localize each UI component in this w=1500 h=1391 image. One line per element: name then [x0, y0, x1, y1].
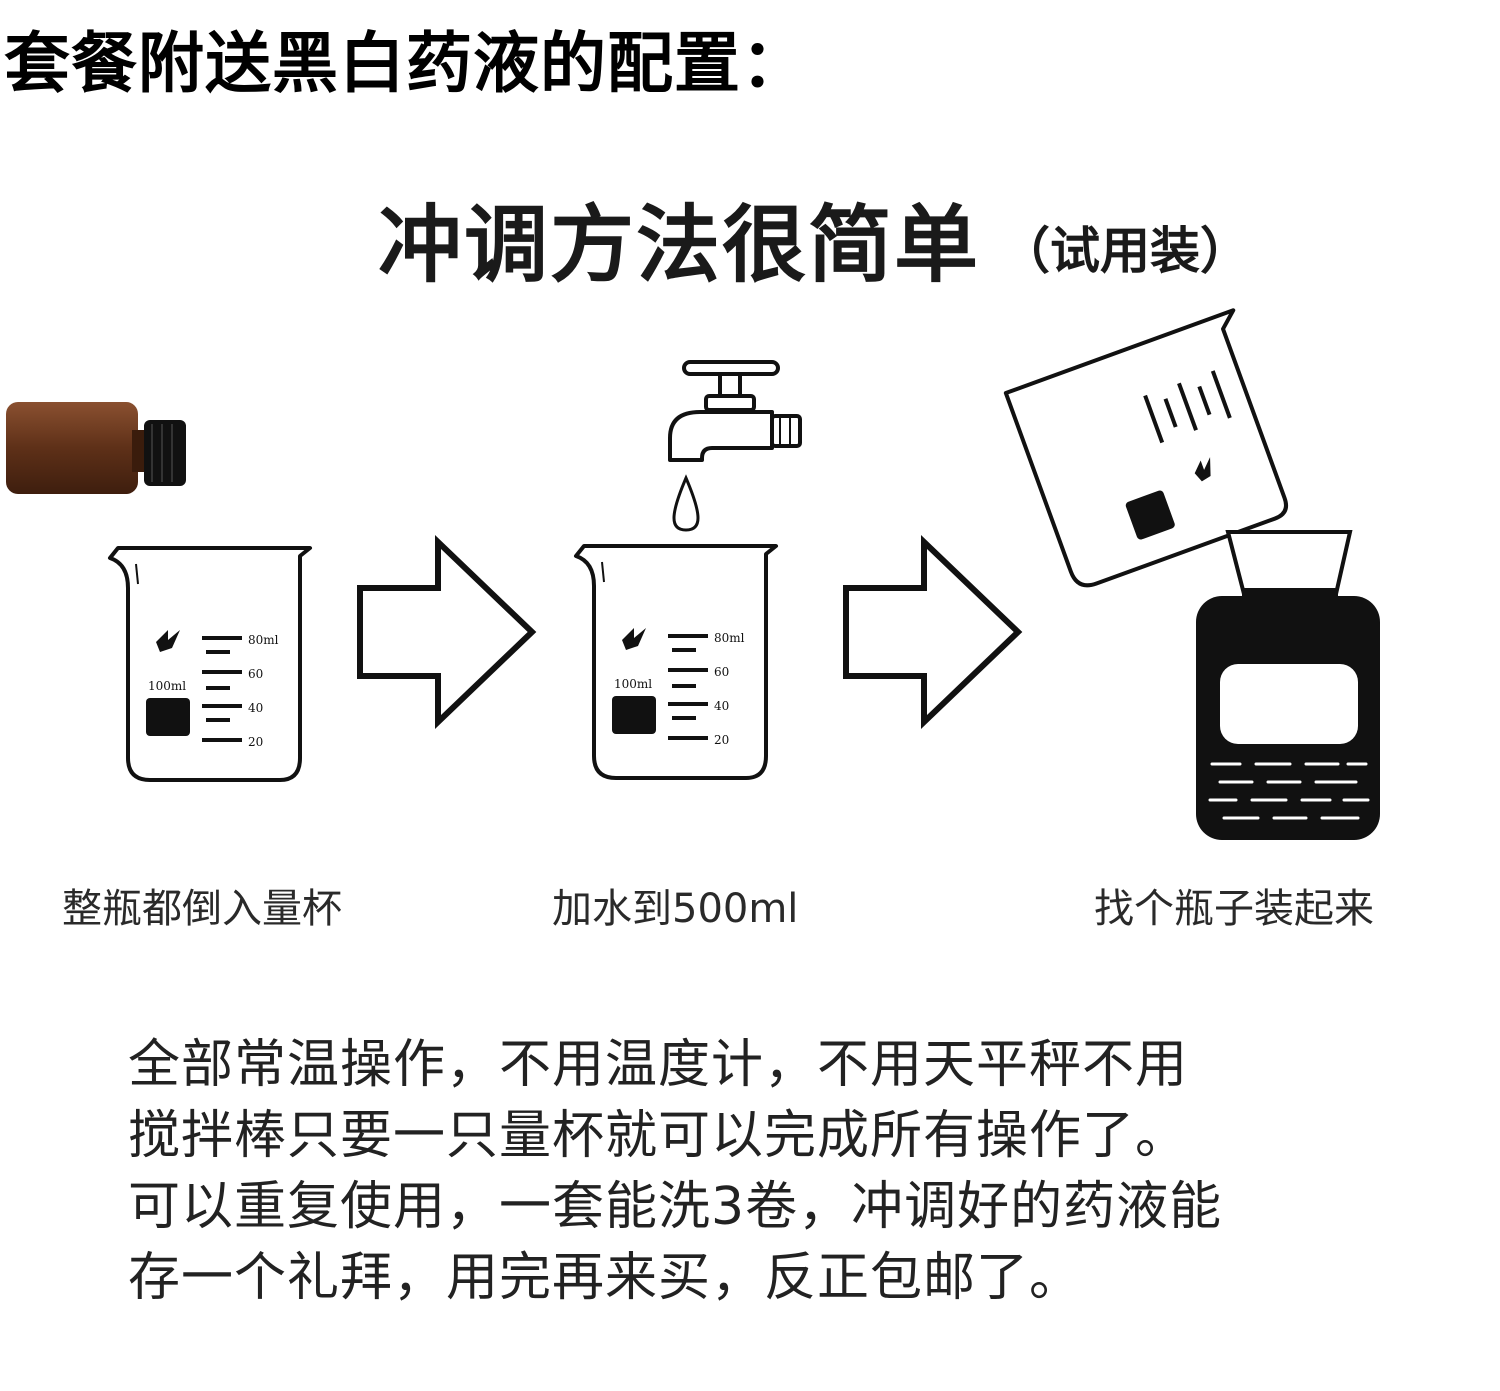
step1-caption: 整瓶都倒入量杯 [62, 886, 342, 932]
beaker-step2-icon: 100ml 80ml 60 40 20 [574, 544, 778, 780]
svg-text:40: 40 [248, 701, 263, 715]
beaker-capacity-label: 100ml [148, 679, 186, 693]
arrow-right-icon [843, 534, 1023, 730]
svg-text:20: 20 [714, 733, 729, 747]
beaker-step1-icon: 100ml 80ml 60 40 20 [108, 546, 312, 782]
notes-line: 存一个礼拜，用完再来买，反正包邮了。 [128, 1248, 1083, 1308]
faucet-icon [668, 360, 802, 532]
main-title-text: 冲调方法很简单 [378, 196, 981, 294]
step2-caption: 加水到500ml [552, 886, 799, 932]
svg-text:80ml: 80ml [248, 633, 279, 647]
svg-text:40: 40 [714, 699, 729, 713]
svg-text:20: 20 [248, 735, 263, 749]
beaker-pouring-icon [1003, 308, 1289, 588]
storage-bottle-icon [1196, 530, 1380, 840]
arrow-right-icon [357, 534, 537, 730]
instructions-notes: 全部常温操作，不用温度计，不用天平秤不用 搅拌棒只要一只量杯就可以完成所有操作了… [128, 1030, 1448, 1314]
step3-caption: 找个瓶子装起来 [1094, 886, 1374, 932]
page-heading: 套餐附送黑白药液的配置： [4, 25, 808, 102]
svg-text:60: 60 [248, 667, 263, 681]
notes-line: 搅拌棒只要一只量杯就可以完成所有操作了。 [128, 1106, 1189, 1166]
svg-text:60: 60 [714, 665, 729, 679]
notes-line: 全部常温操作，不用温度计，不用天平秤不用 [128, 1035, 1189, 1095]
main-title-subtitle: （试用装） [1000, 222, 1251, 280]
chemical-bottle-icon [6, 402, 186, 494]
notes-line: 可以重复使用，一套能洗3卷，冲调好的药液能 [128, 1177, 1223, 1237]
svg-text:80ml: 80ml [714, 631, 745, 645]
svg-text:100ml: 100ml [614, 677, 652, 691]
main-title: 冲调方法很简单 （试用装） [378, 178, 1250, 299]
